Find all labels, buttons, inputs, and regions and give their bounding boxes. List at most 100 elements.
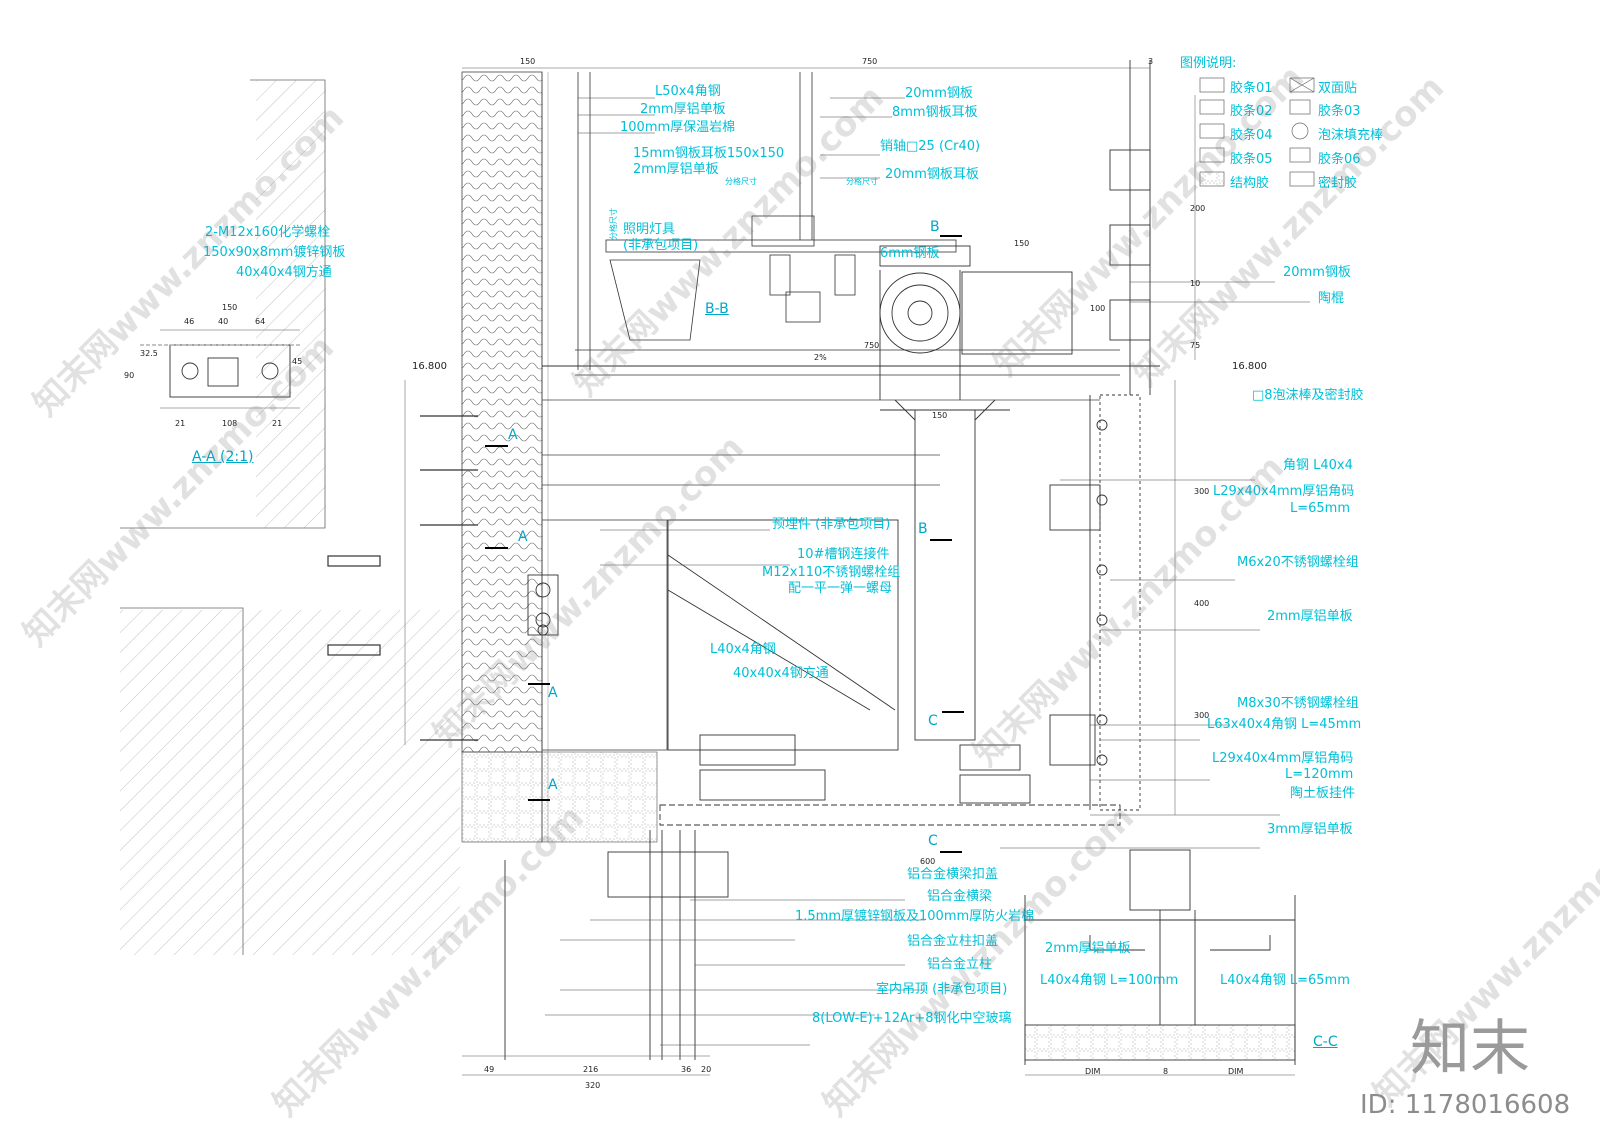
section-mark-c: C [928,713,938,729]
callout-label: 2mm厚铝单板 [640,102,726,117]
cc-detail [1024,849,1296,1065]
dimension-text: 75 [1190,341,1201,350]
legend-item: 胶条03 [1318,104,1361,119]
callout-label: 6mm钢板 [880,246,940,261]
leader-lines [545,97,1310,1046]
callout-label: 配一平一弹一螺母 [788,581,893,596]
dimension-text: 600 [920,857,936,866]
brand-logo: 知末 [1410,1014,1530,1084]
callout-label: 2mm厚铝单板 [633,162,719,177]
dimension-lines [160,67,1295,1076]
callout-label: 3mm厚铝单板 [1267,822,1353,837]
dimension-text: 36 [681,1065,692,1074]
dimension-text: 20 [701,1065,712,1074]
section-mark-a: A [548,777,558,793]
legend-item: 胶条05 [1230,152,1273,167]
callout-label: □8泡沫棒及密封胶 [1252,388,1364,403]
legend-item: 双面贴 [1318,81,1358,96]
dimension-text: 40 [218,317,229,326]
elevation-mark: 16.800 [1232,361,1267,372]
dimension-text: 100 [1090,304,1106,313]
callout-label: L29x40x4mm厚铝角码 [1213,484,1355,499]
legend-item: 胶条02 [1230,104,1273,119]
callout-label: 陶棍 [1318,291,1345,306]
callout-label: 陶土板挂件 [1290,786,1356,801]
anchor-bolts [327,415,478,741]
section-bb-title: B-B [705,301,729,317]
section-mark-c: C [928,833,938,849]
section-mark-a: A [518,529,528,545]
legend-swatches [1199,77,1315,187]
dimension-text: 64 [255,317,266,326]
dimension-text: 90 [124,371,135,380]
legend-item: 胶条01 [1230,81,1273,96]
callout-label: L29x40x4mm厚铝角码 [1212,751,1354,766]
callout-label: 8(LOW-E)+12Ar+8钢化中空玻璃 [812,1011,1012,1026]
callout-label: 照明灯具 [623,222,676,237]
callout-label: 预埋件 (非承包项目) [772,517,891,532]
legend-item: 结构胶 [1230,176,1270,191]
dimension-text: 10 [1190,279,1201,288]
callout-label: L40x4角钢 L=100mm [1040,973,1179,988]
callout-label: (非承包项目) [623,238,699,253]
section-markers [485,235,964,853]
dimension-text: 320 [585,1081,601,1090]
dimension-text: 108 [222,419,238,428]
aa-detail [140,344,300,398]
right-panel-system [1049,60,1151,811]
bb-detail [575,72,1120,376]
callout-label: L63x40x4角钢 L=45mm [1207,717,1362,732]
callout-label: 销轴□25 (Cr40) [880,139,981,154]
callout-label: 分格尺寸 [609,208,618,240]
ceramic-rod-assembly [879,245,1073,400]
section-mark-b: B [918,521,928,537]
callout-label: 分格尺寸 [725,177,757,186]
section-mark-a: A [508,427,518,443]
legend-item: 胶条04 [1230,128,1273,143]
section-mark-b: B [930,219,940,235]
insulation-layer [461,71,549,843]
dimension-text: 216 [583,1065,599,1074]
concrete-wall [120,79,460,955]
soffit-panel [659,734,1121,826]
dimension-text: 46 [184,317,195,326]
dimension-text: DIM [1228,1067,1244,1076]
dimension-text: DIM [1085,1067,1101,1076]
callout-label: 20mm钢板耳板 [885,167,979,182]
legend-item: 泡沫填充棒 [1318,128,1384,143]
dimension-text: 150 [932,411,948,420]
callout-label: 15mm钢板耳板150x150 [633,146,785,161]
callout-label: L50x4角钢 [655,84,721,99]
callout-label: L=65mm [1290,501,1351,516]
callout-label: 40x40x4钢方通 [236,265,332,280]
dimension-text: 200 [1190,204,1206,213]
callout-label: L40x4角钢 [710,642,776,657]
dimension-text: 300 [1194,487,1210,496]
section-mark-a: A [548,685,558,701]
steel-post [880,399,1010,741]
dimension-text: 3 [1148,57,1154,66]
dimension-text: 45 [292,357,303,366]
callout-label: 室内吊顶 (非承包项目) [876,982,1008,997]
dimension-text: 150 [222,303,238,312]
callout-label: 20mm钢板 [905,86,973,101]
callout-label: 铝合金横梁扣盖 [907,867,999,882]
dimension-text: 8 [1163,1067,1169,1076]
callout-label: 1.5mm厚镀锌钢板及100mm厚防火岩棉 [795,909,1035,924]
callout-label: L40x4角钢 L=65mm [1220,973,1350,988]
callout-label: M6x20不锈钢螺栓组 [1237,555,1359,570]
legend-title: 图例说明: [1180,56,1237,71]
floor-slab [541,365,1160,843]
callout-label: M12x110不锈钢螺栓组 [762,565,901,580]
dimension-text: 2% [814,353,827,362]
curtain-wall-mullion [504,830,729,1060]
elevation-mark: 16.800 [412,361,447,372]
callout-label: 10#槽钢连接件 [797,547,890,562]
dimension-text: 49 [484,1065,495,1074]
dimension-text: 750 [862,57,878,66]
embedded-bracket [527,519,899,751]
callout-label: 20mm钢板 [1283,265,1351,280]
dimension-text: 400 [1194,599,1210,608]
image-id: ID: 1178016608 [1360,1090,1571,1120]
legend-item: 胶条06 [1318,152,1361,167]
